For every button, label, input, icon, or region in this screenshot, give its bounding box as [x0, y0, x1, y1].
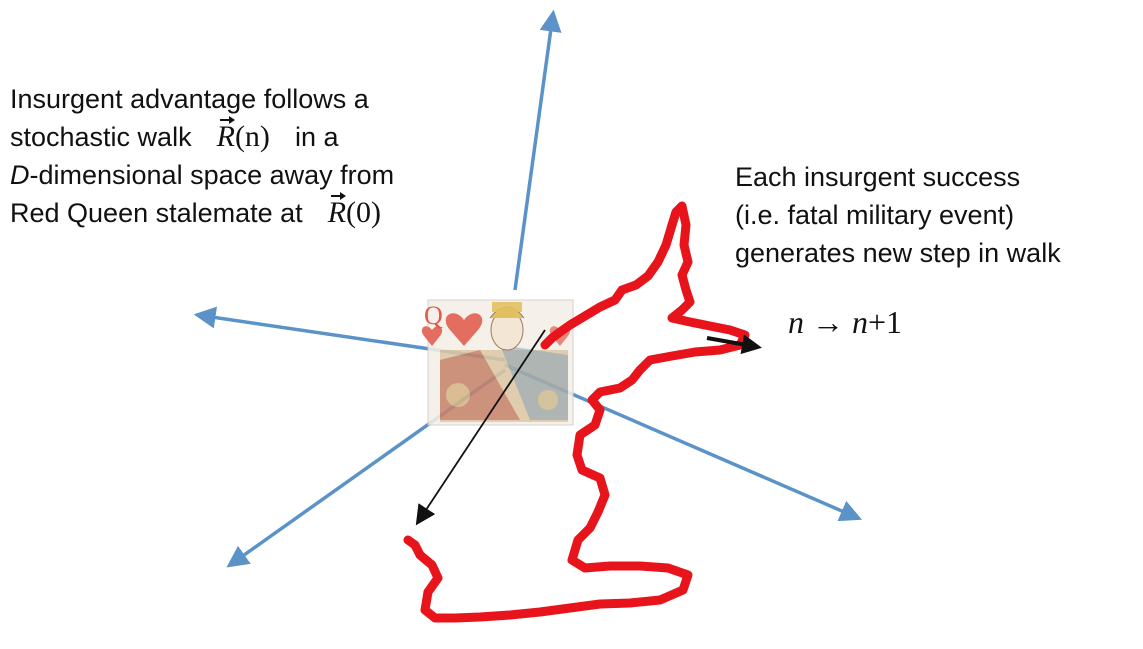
- formula-arrow: →: [812, 304, 844, 340]
- right-annotation-line-3: generates new step in walk: [735, 238, 1061, 268]
- right-annotation: Each insurgent success (i.e. fatal milit…: [735, 158, 1143, 272]
- right-annotation-line-2: (i.e. fatal military event): [735, 200, 1015, 230]
- left-annotation: Insurgent advantage follows a stochastic…: [10, 80, 510, 232]
- vector-R0-symbol: R: [328, 192, 347, 232]
- left-annotation-line-3: D-dimensional space away from: [10, 156, 510, 194]
- left-annotation-line-2-prefix: stochastic walk: [10, 122, 192, 152]
- red-queen-card-image: [421, 299, 574, 426]
- origin-to-walk-end-arrow: [415, 329, 546, 526]
- heart-pip-small: [421, 326, 443, 346]
- step-formula: n → n+1: [788, 304, 902, 341]
- axis-arrow-up: [513, 9, 562, 291]
- left-annotation-line-2-suffix: in a: [294, 122, 339, 152]
- formula-lhs: n: [788, 304, 804, 340]
- walk-vector-symbol: R(n): [217, 116, 270, 156]
- step-pointer-arrow: [706, 334, 762, 355]
- card-rank: Q: [424, 301, 443, 330]
- origin-vector-symbol: R(0): [328, 192, 382, 232]
- heart-pip-large: [445, 313, 483, 346]
- left-annotation-line-2: stochastic walk R(n) in a: [10, 116, 510, 156]
- left-annotation-line-1: Insurgent advantage follows a: [10, 84, 369, 114]
- vector-R-symbol: R: [217, 116, 235, 156]
- stochastic-walk-path: [403, 201, 750, 623]
- left-annotation-line-4: Red Queen stalemate at R(0): [10, 192, 510, 232]
- formula-rhs-rest: +1: [868, 304, 903, 340]
- right-annotation-line-1: Each insurgent success: [735, 162, 1021, 192]
- left-annotation-line-4-prefix: Red Queen stalemate at: [10, 198, 303, 228]
- formula-rhs-var: n: [852, 304, 868, 340]
- left-annotation-line-3-rest: -dimensional space away from: [29, 160, 395, 190]
- vector-argument-0: (0): [346, 196, 382, 229]
- dimension-symbol-D: D: [10, 160, 30, 190]
- vector-argument-n: (n): [234, 120, 270, 153]
